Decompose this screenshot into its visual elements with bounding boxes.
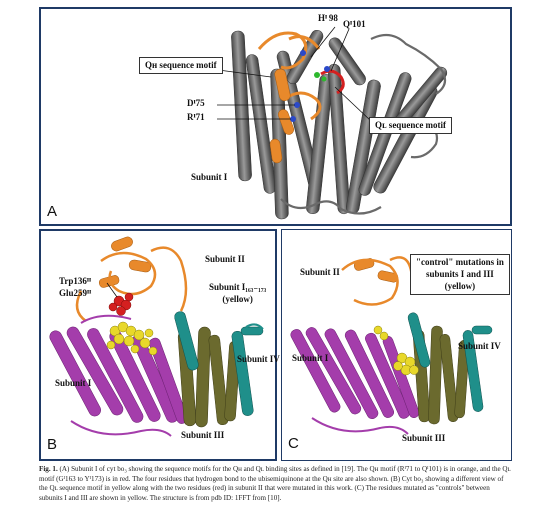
label-h98: Hᴵ 98 <box>318 13 338 23</box>
panel-label-c: C <box>288 435 299 452</box>
label-trp136: Trp136ᴵᴵ <box>59 276 92 286</box>
label-subunit-i163-173-line1: Subunit I₁₆₃₋₁₇₃ <box>209 282 267 292</box>
label-ql-sequence-motif: Qʟ sequence motif <box>369 117 453 134</box>
label-qh-sequence-motif: Qʜ sequence motif <box>139 57 223 74</box>
label-glu259: Glu259ᴵᴵ <box>59 288 92 298</box>
label-control-mutations: "control" mutations in subunits I and II… <box>410 254 510 295</box>
panel-label-b: B <box>47 436 58 453</box>
label-subunit-iv: Subunit IV <box>458 341 501 351</box>
label-subunit-ii: Subunit II <box>300 267 340 277</box>
label-d75: Dᴵ75 <box>187 98 205 108</box>
label-subunit-i163-173-line2: (yellow) <box>222 294 253 304</box>
panel-a: Hᴵ 98 Qᴵ101 Qʜ sequence motif Dᴵ75 Rᴵ71 … <box>39 7 512 226</box>
label-subunit-i: Subunit I <box>191 172 228 182</box>
label-control-line2: subunits I and III <box>426 269 494 279</box>
structure-cyt-bo3-view-b-image <box>49 236 264 437</box>
panel-b: Subunit II Trp136ᴵᴵ Glu259ᴵᴵ Subunit I₁₆… <box>39 229 280 461</box>
panel-c: Subunit II "control" mutations in subuni… <box>281 229 512 461</box>
caption-text: (A) Subunit I of cyt bo₃ showing the seq… <box>39 465 511 502</box>
figure-caption: Fig. 1. (A) Subunit I of cyt bo₃ showing… <box>39 465 513 503</box>
label-subunit-i163-173: Subunit I₁₆₃₋₁₇₃ (yellow) <box>209 283 266 304</box>
label-subunit-iv: Subunit IV <box>237 354 280 364</box>
label-subunit-ii: Subunit II <box>205 254 245 264</box>
label-control-line1: "control" mutations in <box>416 257 504 267</box>
caption-label: Fig. 1. <box>39 465 58 473</box>
structure-cyt-bo3-view-c-image <box>290 256 493 435</box>
label-subunit-iii: Subunit III <box>402 433 446 443</box>
label-r71: Rᴵ71 <box>187 112 205 122</box>
label-control-line3: (yellow) <box>444 281 476 291</box>
label-subunit-iii: Subunit III <box>181 430 225 440</box>
structure-subunit-i-image <box>210 26 448 220</box>
panel-label-a: A <box>47 203 58 220</box>
label-q101: Qᴵ101 <box>343 19 366 29</box>
label-subunit-i: Subunit I <box>55 378 92 388</box>
label-subunit-i: Subunit I <box>292 353 329 363</box>
